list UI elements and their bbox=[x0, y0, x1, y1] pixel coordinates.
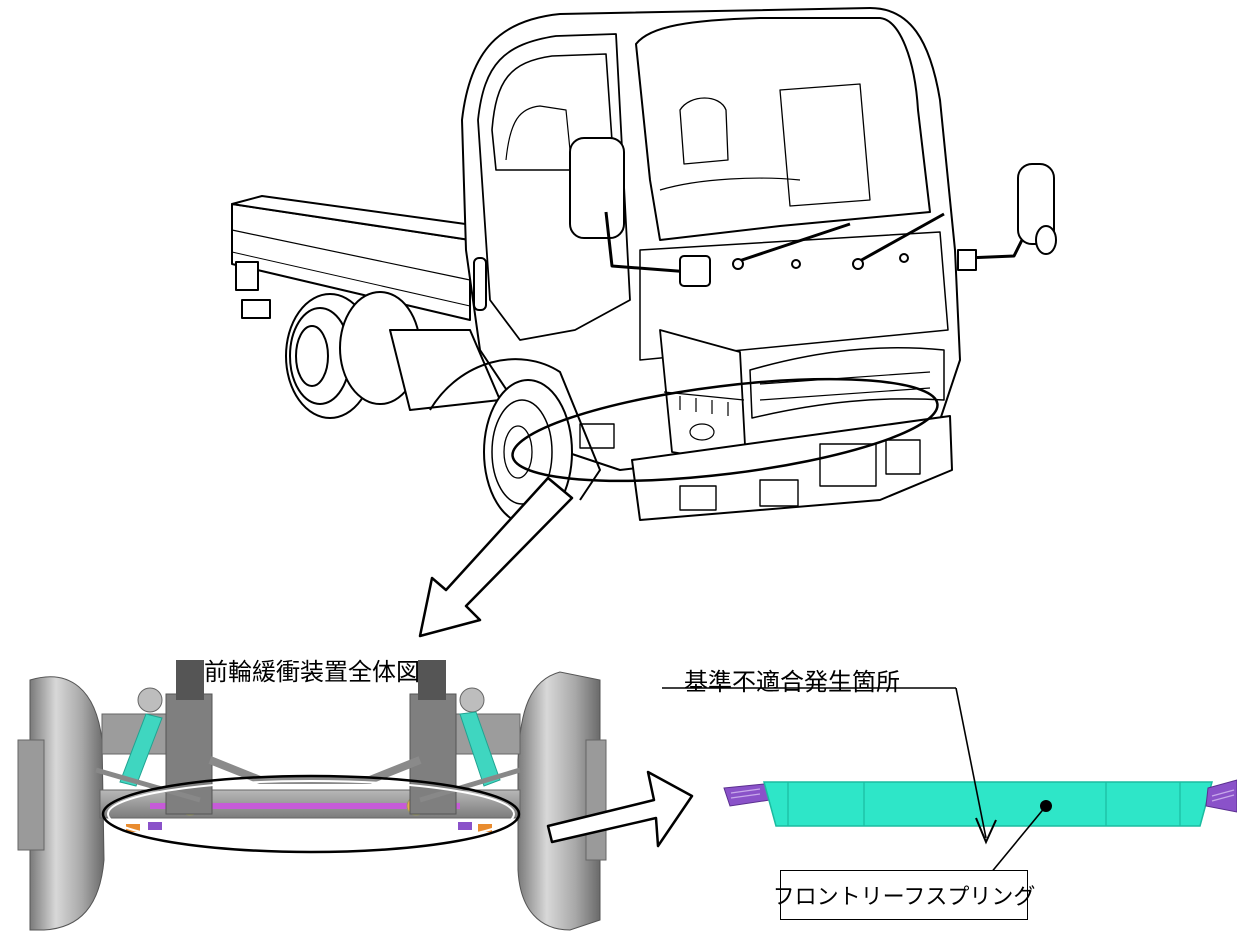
suspension-overall-view bbox=[17, 660, 607, 931]
front-leaf-spring bbox=[723, 779, 1237, 827]
side-mirror-right bbox=[957, 163, 1057, 271]
part-name-label: フロントリーフスプリング bbox=[773, 870, 1035, 920]
side-mirror-left bbox=[569, 137, 711, 287]
rear-wheel bbox=[285, 291, 421, 419]
cab-body bbox=[429, 7, 961, 525]
leader-dot bbox=[1040, 800, 1052, 812]
truck-highlight-ellipse bbox=[511, 377, 939, 483]
leader-lines bbox=[662, 687, 1047, 875]
callout-arrow-right bbox=[546, 770, 694, 848]
right-tire bbox=[517, 671, 601, 931]
left-shock-absorber bbox=[119, 713, 163, 787]
truck-illustration bbox=[231, 7, 1057, 525]
cargo-bed bbox=[231, 195, 481, 321]
right-shock-absorber bbox=[459, 711, 501, 787]
nonconformity-location-label: 基準不適合発生箇所 bbox=[684, 668, 900, 696]
suspension-highlight-ellipse bbox=[101, 774, 521, 854]
left-tire bbox=[29, 676, 105, 931]
overall-view-label: 前輪緩衝装置全体図 bbox=[204, 658, 420, 686]
callout-arrow-down bbox=[418, 476, 574, 638]
